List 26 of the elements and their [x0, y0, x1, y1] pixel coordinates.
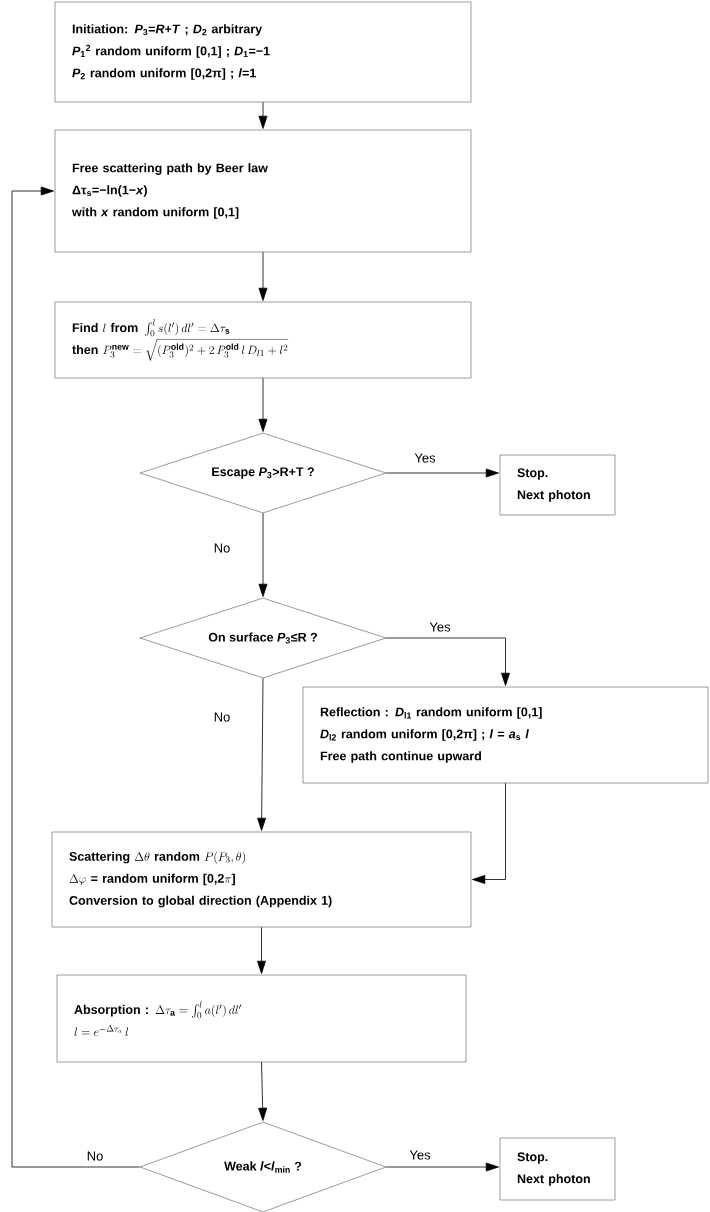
arrow — [385, 637, 510, 686]
edge-label: No — [212, 711, 232, 723]
process-box: $\textbf{Absorption : }\Delta\tau_{\mathbf{a}}=\int_0^l a(l')\,dl'$ $l=e^{-\Delta\tau_{a}}\,l$ — [56, 974, 467, 1063]
arrow — [258, 251, 268, 301]
arrow — [472, 782, 506, 884]
process-box: Stop. Next photon — [499, 1137, 616, 1201]
edge-label: Yes — [413, 452, 437, 464]
arrow — [258, 1061, 268, 1121]
process-box: Stop. Next photon — [499, 454, 616, 516]
edge-label: Yes — [408, 1149, 432, 1161]
arrow — [11, 186, 141, 1168]
arrow — [258, 377, 268, 432]
process-box: $\textbf{Scattering }\Delta\theta\textbf{ random }P(P_3,\theta)$ $\Delta\varphi\textbf{ = random uniform [0,2}\pi\textbf{]}$ Conversion to global direction (Appendix 1) — [51, 831, 472, 928]
process-box: Initiation: P$_{3}$=R+T ; D$_{2}$ arbitrary P$_{1}$$^{2}$ random uniform [0,1] ; D$_{1}$=−1 P$_{2}$ random uniform [0,2π] ; l=1 — [54, 1, 472, 103]
arrow — [258, 101, 268, 129]
arrow — [257, 926, 266, 974]
edge-label: Yes — [428, 621, 452, 633]
arrow — [257, 677, 267, 831]
process-box: Free scattering path by Beer law Δτ$_{s}$=−ln(1−x) with x random uniform [0,1] — [54, 129, 472, 253]
edge-label: No — [212, 542, 232, 554]
arrow — [385, 468, 499, 478]
process-box: $\textbf{Find }l\textbf{ from }\int_0^l s(l')\,dl'=\Delta\tau_{\mathbf{s}}$ $\textbf{then }P_3^{\mathbf{new}}=\sqrt{(P_3^{\mathbf{old}})^2+2\,P_3^{\mathbf{old}}\,l\,D_{l1}+l^2}$ — [54, 301, 472, 379]
arrow — [385, 1162, 499, 1172]
edge-label: No — [85, 1150, 105, 1162]
process-box: Reflection : D$_{l1}$ random uniform [0,1] D$_{l2}$ random uniform [0,2π] ; l = a$_{s}$ l Free path continue upward — [302, 686, 709, 784]
arrow — [258, 512, 268, 597]
